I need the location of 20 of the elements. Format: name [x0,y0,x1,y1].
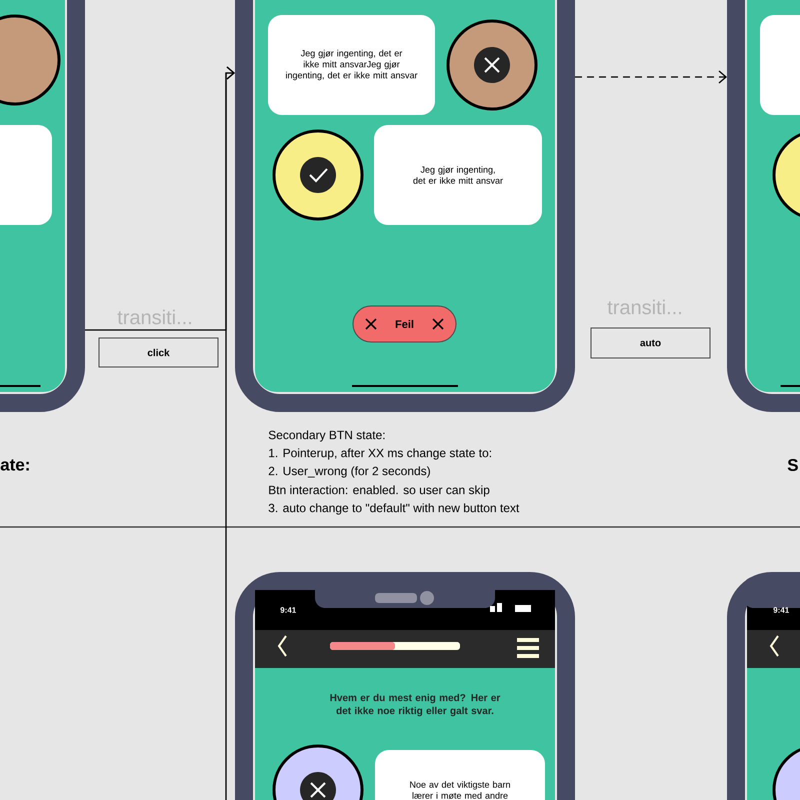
state-heading: S [788,458,798,472]
phone-mockup [727,0,800,412]
arrow [575,70,727,84]
note-text: 2. User_wrong (for 2 seconds) [268,466,430,478]
speech-bubble: Jeg gjør ingenting, det er ikke mitt ansvarJeg gjør ingenting, det er ikke mitt ansvar [268,15,435,115]
phone-mockup [727,572,800,800]
speech-bubble: Jeg gjør ingenting, det er ikke mitt ansvar [374,125,542,225]
question-text: Hvem er du mest enig med? Her er det ikke noe riktig eller galt svar. [330,694,500,716]
status-time: 9:41 [774,607,789,613]
note-text: Secondary BTN state: [268,430,384,442]
note-text: Btn interaction: enabled. so user can skip [269,485,490,497]
wrong-button: Feil [352,306,456,342]
speech-bubble: Noe av det viktigste barn lærer i møte med andre [375,750,545,800]
transition-box: auto [590,328,710,358]
arrow [225,66,235,800]
transition-box: click [98,338,218,368]
note-text: 3. auto change to "default" with new button text [268,503,520,515]
note-text: 1. Pointerup, after XX ms change state to: [269,448,491,460]
status-time: 9:41 [280,607,296,613]
state-heading: ate: [0,459,29,471]
